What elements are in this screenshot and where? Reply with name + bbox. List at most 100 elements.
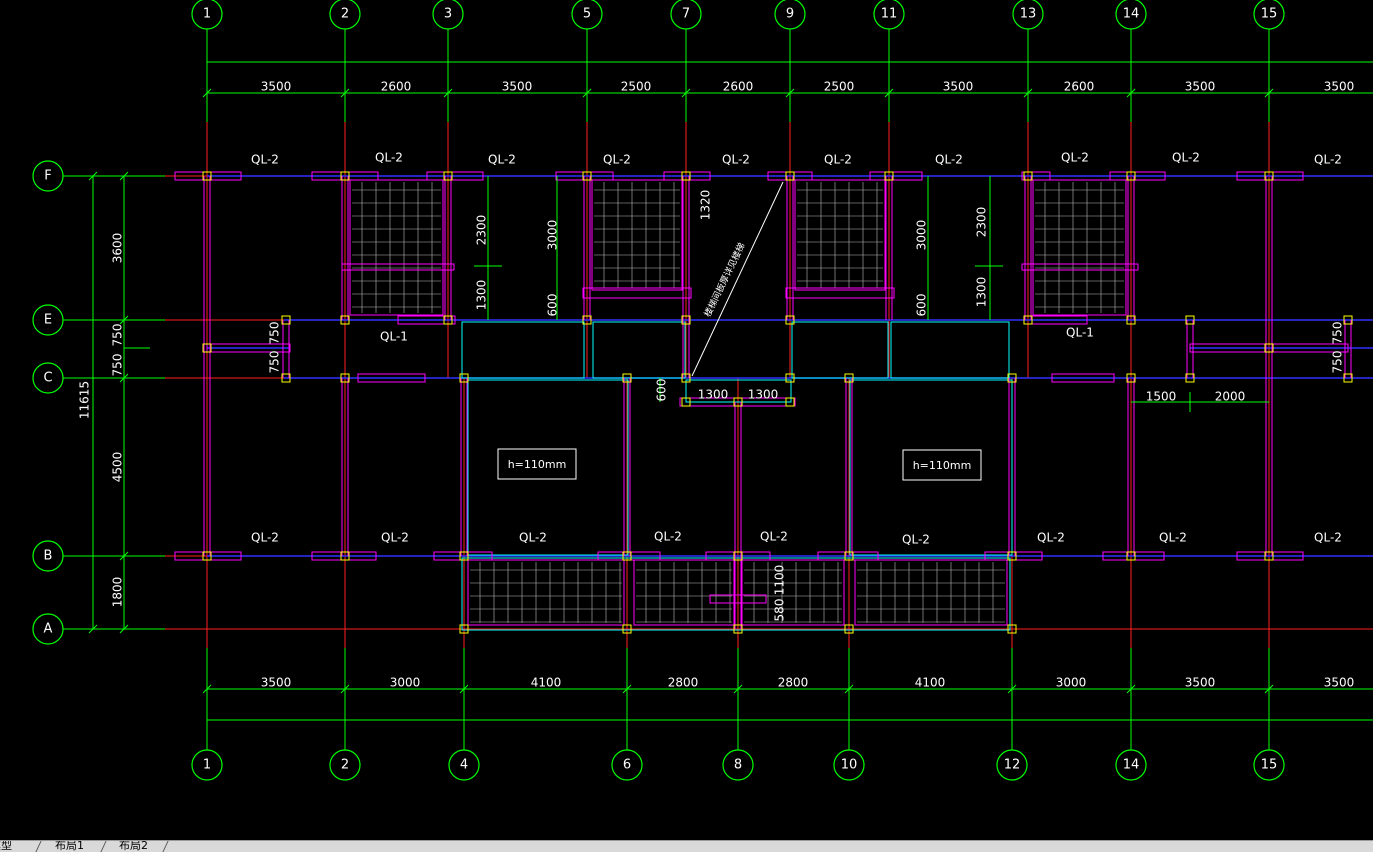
svg-text:750: 750	[268, 322, 282, 345]
svg-text:2300: 2300	[475, 215, 489, 246]
dimension-tick	[582, 88, 592, 98]
svg-text:QL-2: QL-2	[1159, 531, 1187, 545]
svg-text:2: 2	[341, 758, 349, 773]
room-outline	[791, 321, 889, 379]
svg-text:13: 13	[1020, 7, 1037, 22]
svg-text:2800: 2800	[668, 676, 699, 690]
stair-frame	[349, 179, 444, 316]
stair-frame	[794, 179, 886, 291]
svg-text:10: 10	[841, 758, 858, 773]
column	[844, 624, 854, 634]
column	[340, 171, 350, 181]
wall-segment	[869, 171, 923, 181]
tab-divider	[100, 841, 107, 852]
dimension-tick	[340, 88, 350, 98]
column	[681, 315, 691, 325]
axis-bubble-bottom: 15	[1253, 749, 1285, 781]
dimension-top: 3500 2600 3500 2500 2600 2500 3500 2600 …	[261, 80, 1355, 94]
room-outlines	[461, 321, 1013, 631]
svg-text:11615: 11615	[78, 381, 92, 419]
svg-text:9: 9	[786, 7, 794, 22]
svg-text:QL-2: QL-2	[760, 530, 788, 544]
axis-bubble-bottom: 8	[722, 749, 754, 781]
svg-text:14: 14	[1123, 7, 1140, 22]
svg-text:1320: 1320	[699, 190, 713, 221]
slab-thickness-note: h=110mm	[902, 449, 982, 481]
svg-text:15: 15	[1261, 7, 1278, 22]
svg-text:600: 600	[655, 379, 669, 402]
svg-text:QL-2: QL-2	[1037, 531, 1065, 545]
column	[1126, 171, 1136, 181]
room-outline	[890, 321, 1010, 379]
svg-text:11: 11	[881, 7, 898, 22]
stair-frame	[854, 559, 1008, 626]
dimension-tick	[119, 551, 129, 561]
column	[1007, 373, 1017, 383]
dimension-tick	[202, 684, 212, 694]
walls	[174, 171, 1352, 629]
dimension-tick	[1264, 684, 1274, 694]
svg-text:4500: 4500	[111, 452, 125, 483]
svg-text:750: 750	[111, 324, 125, 347]
svg-text:B: B	[44, 549, 53, 564]
svg-text:3000: 3000	[546, 220, 560, 251]
column	[1185, 373, 1195, 383]
dimension-tick	[681, 88, 691, 98]
svg-text:750: 750	[111, 354, 125, 377]
column	[681, 397, 691, 407]
svg-text:1800: 1800	[111, 577, 125, 608]
dimension-left: 3600 750 750 4500 1800 11615	[78, 233, 125, 608]
dimension-tick	[622, 684, 632, 694]
dimension-tick	[785, 88, 795, 98]
svg-text:3500: 3500	[261, 676, 292, 690]
dimension-tick	[1007, 684, 1017, 694]
svg-text:600: 600	[915, 294, 929, 317]
axis-bubble-left: B	[32, 540, 64, 572]
dimension-tick	[1126, 88, 1136, 98]
svg-text:2000: 2000	[1215, 390, 1246, 404]
tab-layout1[interactable]: 布局1	[55, 840, 84, 852]
svg-text:QL-2: QL-2	[1172, 151, 1200, 165]
svg-text:3500: 3500	[1185, 80, 1216, 94]
svg-text:QL-2: QL-2	[902, 533, 930, 547]
svg-text:1500: 1500	[1146, 390, 1177, 404]
column	[443, 171, 453, 181]
svg-text:3000: 3000	[915, 220, 929, 251]
axis-bubble-left: F	[32, 160, 64, 192]
column	[622, 551, 632, 561]
svg-text:1300: 1300	[475, 280, 489, 311]
tab-layout2[interactable]: 布局2	[119, 840, 148, 852]
axis-bubble-bottom: 12	[996, 749, 1028, 781]
svg-text:12: 12	[1004, 758, 1021, 773]
column	[1343, 315, 1353, 325]
slab-thickness-note: h=110mm	[497, 448, 577, 480]
column	[459, 373, 469, 383]
column	[1023, 171, 1033, 181]
svg-text:QL-2: QL-2	[654, 530, 682, 544]
landing	[341, 263, 455, 271]
stair-frame	[1032, 179, 1127, 316]
dimension-inner-vertical: 2300 1300 3000 600 1320 3000 600 2300 13…	[268, 190, 1345, 622]
dimension-bottom: 3500 3000 4100 2800 2800 4100 3000 3500 …	[261, 676, 1355, 690]
svg-text:QL-2: QL-2	[519, 531, 547, 545]
svg-text:6: 6	[623, 758, 631, 773]
room-outline	[849, 379, 1013, 556]
svg-text:A: A	[44, 622, 53, 637]
svg-text:5: 5	[583, 7, 591, 22]
dimension-tick	[844, 684, 854, 694]
svg-text:C: C	[43, 371, 52, 386]
svg-text:QL-1: QL-1	[1066, 326, 1094, 340]
wall-segment	[426, 171, 484, 181]
svg-text:E: E	[44, 313, 52, 328]
tab-model[interactable]: 模型	[0, 840, 12, 852]
svg-text:3500: 3500	[1185, 676, 1216, 690]
dimension-tick	[443, 88, 453, 98]
svg-text:3500: 3500	[502, 80, 533, 94]
column	[202, 171, 212, 181]
room-outline	[461, 557, 1011, 631]
svg-text:3500: 3500	[261, 80, 292, 94]
column	[1264, 343, 1274, 353]
landing	[1021, 263, 1139, 271]
column	[785, 397, 795, 407]
